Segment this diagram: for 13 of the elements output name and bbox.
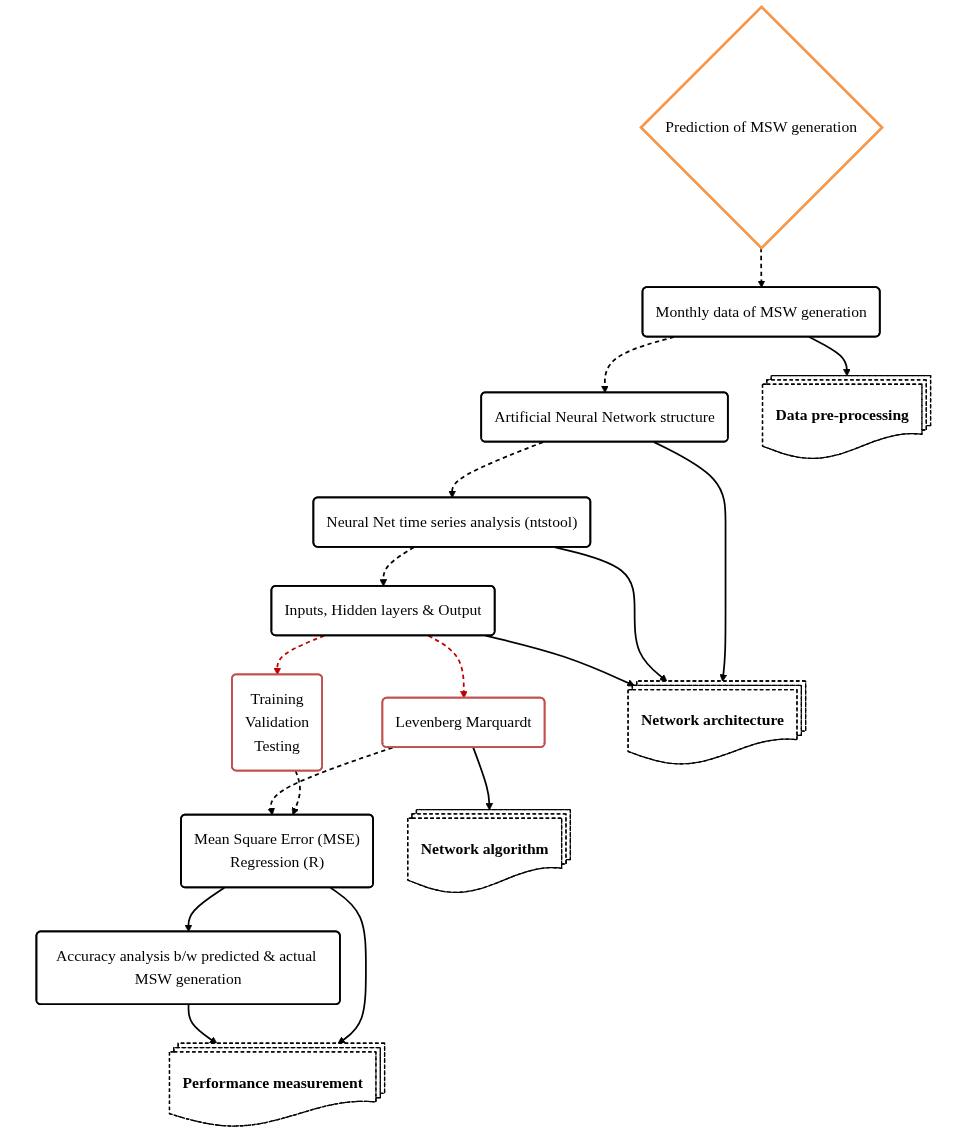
arrow [184, 886, 226, 933]
arrow [267, 746, 394, 816]
node-diamond: Prediction of MSW generation [639, 5, 884, 250]
arrow [379, 546, 415, 587]
arrow [427, 634, 468, 699]
arrow [601, 336, 675, 394]
arrow [757, 247, 766, 288]
arrow [653, 441, 728, 682]
arrow [484, 634, 635, 687]
arrow [448, 441, 544, 499]
arrow [553, 546, 668, 682]
arrow [273, 634, 326, 676]
arrow [291, 770, 301, 816]
